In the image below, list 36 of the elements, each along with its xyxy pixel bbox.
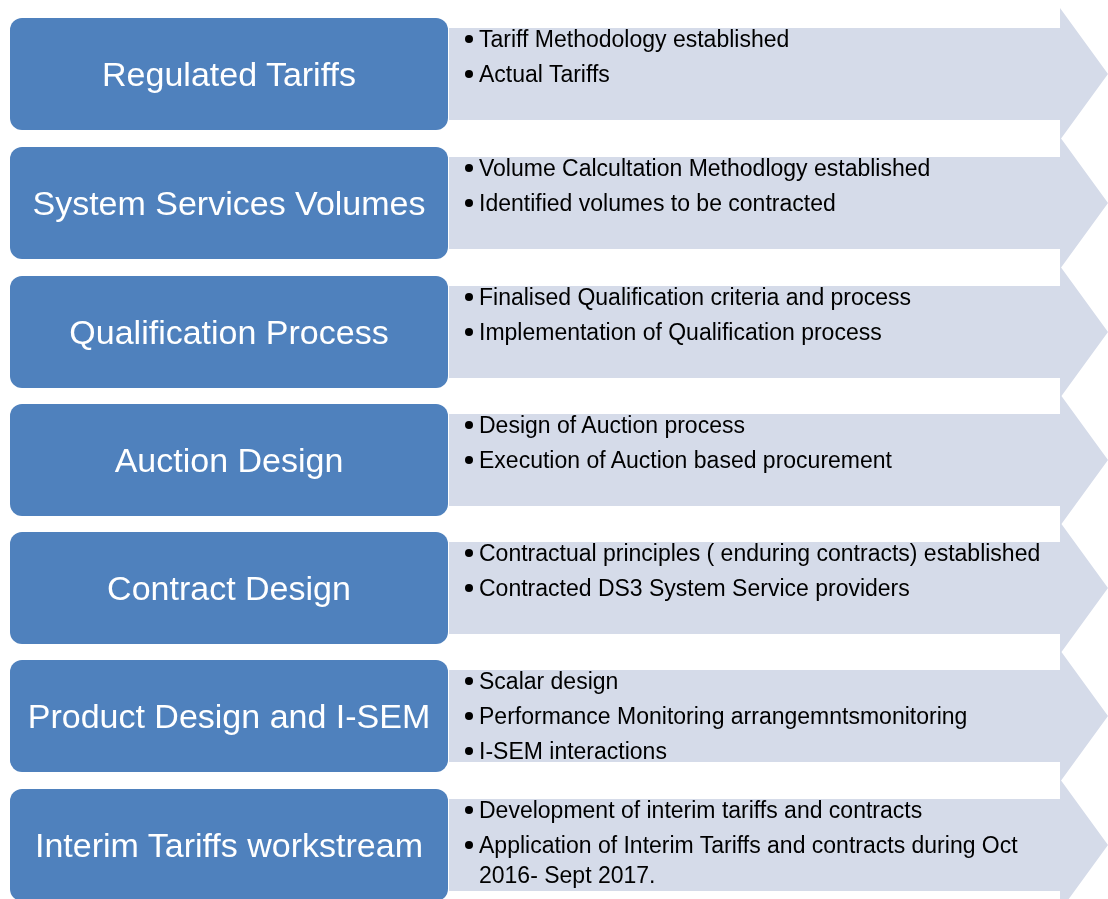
category-box bbox=[10, 660, 448, 772]
arrow-shape bbox=[449, 394, 1108, 526]
bullet-text: Application of Interim Tariffs and contracts during Oct 2016- Sept 2017. bbox=[479, 832, 1018, 888]
category-title: Qualification Process bbox=[68, 312, 390, 353]
arrow-shape bbox=[449, 650, 1108, 782]
bullet-text: Contractual principles ( enduring contracts) established bbox=[479, 540, 1041, 566]
category-title: System Services Volumes bbox=[31, 183, 427, 224]
bullet-text: Performance Monitoring arrangemntsmonitoring bbox=[479, 703, 968, 729]
bullet-text: I-SEM interactions bbox=[479, 738, 667, 764]
bullet-text: Design of Auction process bbox=[479, 412, 745, 438]
bullet-text: Finalised Qualification criteria and process bbox=[479, 284, 912, 310]
category-box bbox=[10, 276, 448, 388]
category-title: Auction Design bbox=[113, 440, 345, 481]
arrow-shape bbox=[449, 779, 1108, 899]
bullet-text: Execution of Auction based procurement bbox=[479, 447, 892, 473]
category-box bbox=[10, 18, 448, 130]
category-box bbox=[10, 532, 448, 644]
arrow-shape bbox=[449, 522, 1108, 654]
arrow-shape bbox=[449, 266, 1108, 398]
bullet-text: Implementation of Qualification process bbox=[479, 319, 882, 345]
bullet-text: Development of interim tariffs and contracts bbox=[479, 797, 923, 823]
bullet-text: Contracted DS3 System Service providers bbox=[479, 575, 910, 601]
category-title: Contract Design bbox=[106, 568, 352, 609]
category-title: Interim Tariffs workstream bbox=[34, 825, 424, 866]
category-box bbox=[10, 404, 448, 516]
arrow-shape bbox=[449, 8, 1108, 140]
bullet-text: Scalar design bbox=[479, 668, 619, 694]
category-title: Regulated Tariffs bbox=[101, 54, 357, 95]
category-box bbox=[10, 789, 448, 899]
bullet-text: Identified volumes to be contracted bbox=[479, 190, 836, 216]
category-title: Product Design and I-SEM bbox=[26, 696, 432, 737]
bullet-text: Volume Calcultation Methodlogy established bbox=[479, 155, 931, 181]
arrow-shape bbox=[449, 137, 1108, 269]
bullet-text: Actual Tariffs bbox=[479, 61, 610, 87]
bullet-text: Tariff Methodology established bbox=[479, 26, 790, 52]
category-box bbox=[10, 147, 448, 259]
